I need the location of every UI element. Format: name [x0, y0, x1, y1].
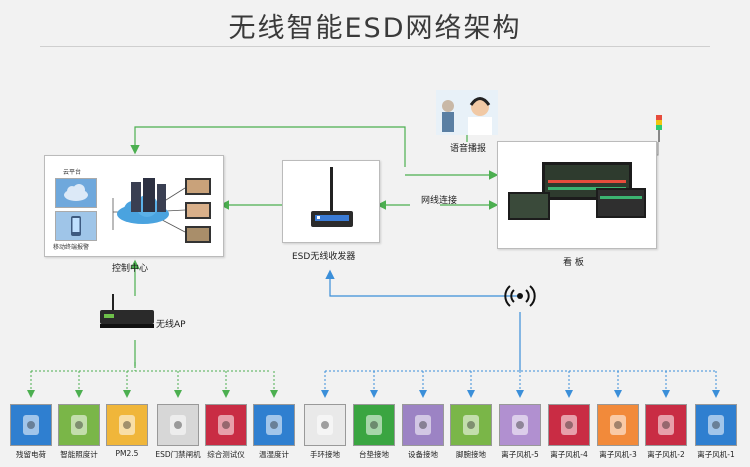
mobile-alarm-image: [55, 211, 97, 241]
device-tile: [304, 404, 346, 446]
device-tile: [695, 404, 737, 446]
server-network-illustration: [112, 178, 211, 243]
device-tile: [645, 404, 687, 446]
device-label: 离子风机-3: [599, 450, 637, 459]
device-label: 离子风机-2: [647, 450, 685, 459]
kanban-label: 看 板: [563, 258, 584, 268]
device-label: ESD门禁闸机: [155, 450, 201, 459]
wireless-signal-icon: [504, 285, 536, 307]
device-label: 设备接地: [408, 450, 438, 459]
device-icon: [610, 415, 626, 435]
cloud-platform-image: [55, 178, 97, 208]
device-label: 台垫接地: [359, 450, 389, 459]
device-label: PM2.5: [115, 449, 139, 458]
dashboard-screens-illustration: [508, 162, 646, 220]
wireless-ap-label: 无线AP: [156, 320, 186, 330]
device-label: 温湿度计: [259, 450, 289, 459]
phone-icon: [71, 216, 81, 236]
device-label: 离子风机-5: [501, 450, 539, 459]
wireless-transceiver-icon: [311, 167, 353, 227]
cloud-icon: [64, 184, 88, 201]
device-icon: [512, 415, 528, 435]
control-center-label: 控制中心: [112, 264, 149, 274]
signal-tower-icon: [656, 115, 662, 142]
device-tile: [10, 404, 52, 446]
device-tile: [353, 404, 395, 446]
device-tile: [253, 404, 295, 446]
device-icon: [218, 415, 234, 435]
device-icon: [23, 415, 39, 435]
title-divider: [40, 46, 710, 47]
device-icon: [415, 415, 431, 435]
device-label: 残留电荷: [16, 450, 46, 459]
device-label: 脚腕接地: [456, 450, 486, 459]
monitor-icon: [185, 178, 211, 243]
device-tile: [499, 404, 541, 446]
control-center-box: 云平台 移动终端报警: [44, 155, 224, 257]
device-icon: [71, 415, 87, 435]
device-label: 离子风机-4: [550, 450, 588, 459]
kanban-box: [497, 141, 657, 249]
device-icon: [463, 415, 479, 435]
devices-row: 残留电荷 智能照度计 PM2.5 ESD门禁闸机综合测试仪 温湿度计 手环接地 台垫接地 设备…: [0, 400, 750, 467]
device-label: 手环接地: [310, 450, 340, 459]
device-tile: [205, 404, 247, 446]
device-tile: [450, 404, 492, 446]
device-tile: [106, 404, 148, 446]
device-icon: [317, 415, 333, 435]
device-label: 智能照度计: [60, 450, 98, 459]
device-tile: [402, 404, 444, 446]
device-icon: [170, 415, 186, 435]
transceiver-box: [282, 160, 380, 243]
wireless-ap-icon: [100, 294, 154, 328]
device-tile: [58, 404, 100, 446]
page-title: 无线智能ESD网络架构: [228, 13, 522, 44]
device-icon: [266, 415, 282, 435]
device-label: 离子风机-1: [697, 450, 735, 459]
device-icon: [708, 415, 724, 435]
mobile-alarm-label: 移动终端报警: [53, 244, 90, 251]
transceiver-label: ESD无线收发器: [292, 252, 356, 262]
device-label: 综合测试仪: [207, 450, 245, 459]
network-link-label: 网线连接: [421, 196, 458, 206]
device-tile: [548, 404, 590, 446]
voice-operator-image: [436, 90, 498, 135]
device-icon: [658, 415, 674, 435]
cloud-platform-label: 云平台: [63, 169, 82, 176]
device-icon: [119, 415, 135, 435]
voice-broadcast-label: 语音播报: [450, 144, 487, 154]
device-tile: [597, 404, 639, 446]
device-tile: [157, 404, 199, 446]
device-icon: [561, 415, 577, 435]
headset-operator-icon: [436, 90, 498, 135]
device-icon: [366, 415, 382, 435]
